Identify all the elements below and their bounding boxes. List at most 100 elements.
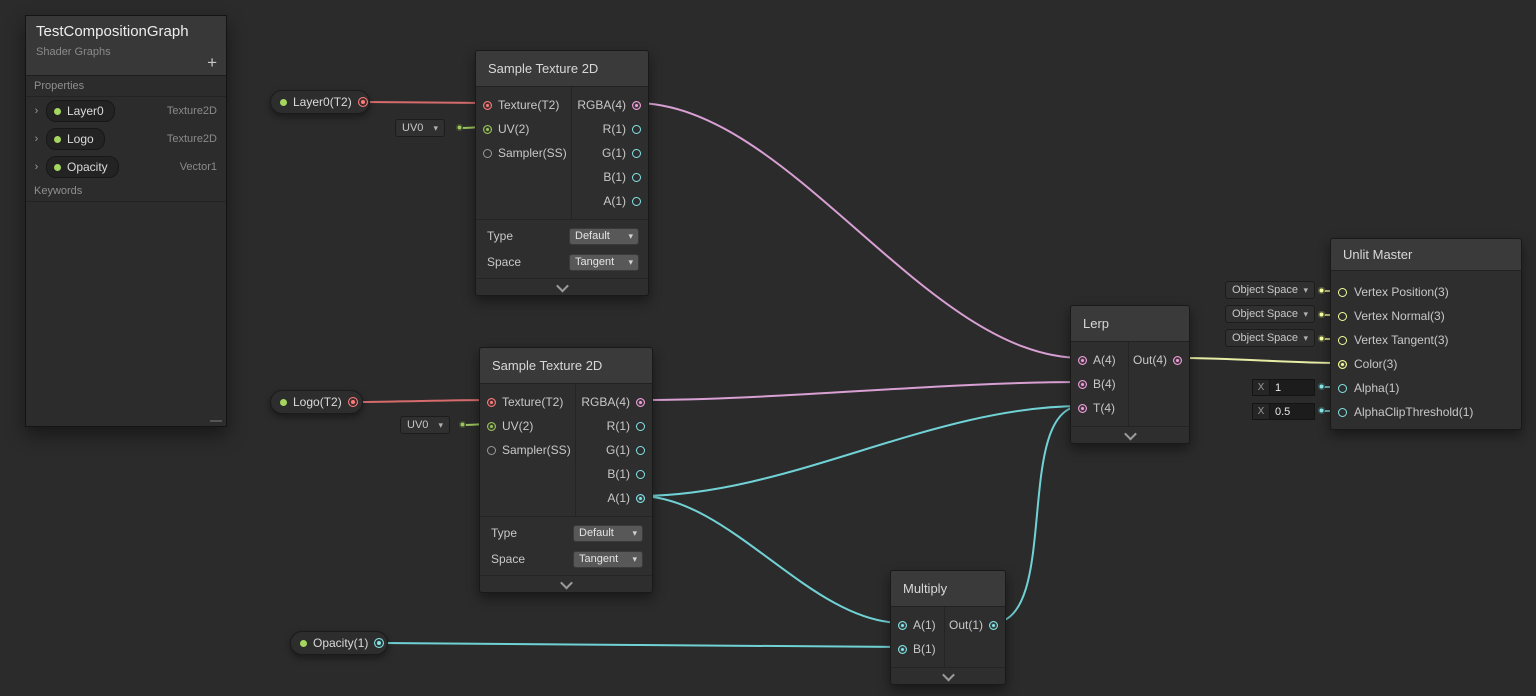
input-port-vertex-position[interactable] bbox=[1338, 287, 1347, 297]
property-pill-logo[interactable]: Logo bbox=[46, 128, 105, 150]
input-row: Texture(T2) bbox=[476, 93, 571, 117]
output-port-a[interactable] bbox=[636, 493, 645, 503]
vertex-position-space-dropdown[interactable]: Object Space ▾ bbox=[1225, 281, 1315, 299]
space-connector-dot[interactable] bbox=[1318, 311, 1325, 318]
output-port-rgba[interactable] bbox=[632, 100, 641, 110]
input-port-b[interactable] bbox=[898, 644, 907, 654]
resize-handle[interactable] bbox=[210, 420, 222, 422]
add-property-button[interactable]: + bbox=[207, 53, 217, 72]
chevron-down-icon: ▾ bbox=[628, 230, 633, 241]
graph-subtitle: Shader Graphs bbox=[36, 46, 111, 58]
output-port-r[interactable] bbox=[636, 421, 645, 431]
expander-icon[interactable]: › bbox=[34, 133, 39, 145]
input-port-vertex-tangent[interactable] bbox=[1338, 335, 1347, 345]
vertex-normal-space-dropdown[interactable]: Object Space ▾ bbox=[1225, 305, 1315, 323]
collapse-toggle[interactable] bbox=[476, 278, 648, 295]
collapse-toggle[interactable] bbox=[1071, 426, 1189, 443]
space-connector-dot[interactable] bbox=[1318, 287, 1325, 294]
output-port-texture[interactable] bbox=[347, 397, 358, 407]
graph-title: TestCompositionGraph bbox=[36, 23, 189, 40]
input-port-vertex-normal[interactable] bbox=[1338, 311, 1347, 321]
output-port-b[interactable] bbox=[636, 469, 645, 479]
edge-multiply-out-to-lerp-t[interactable] bbox=[991, 405, 1083, 624]
input-port-uv[interactable] bbox=[483, 124, 492, 134]
output-port-out[interactable] bbox=[989, 620, 998, 630]
exposed-dot-icon bbox=[280, 398, 287, 406]
port-label: Out(4) bbox=[1132, 353, 1167, 367]
property-row-opacity[interactable]: › Opacity Vector1 bbox=[26, 153, 226, 181]
output-port-vector1[interactable] bbox=[374, 638, 385, 648]
input-port-color[interactable] bbox=[1338, 359, 1347, 369]
property-pill-layer0[interactable]: Layer0 bbox=[46, 100, 115, 122]
edge-sample2-a-to-multiply-a[interactable] bbox=[638, 495, 903, 624]
output-port-a[interactable] bbox=[632, 196, 641, 206]
vertex-tangent-space-dropdown[interactable]: Object Space ▾ bbox=[1225, 329, 1315, 347]
type-value: Default bbox=[575, 230, 610, 242]
input-port-alpha[interactable] bbox=[1338, 383, 1347, 393]
input-port-a[interactable] bbox=[898, 620, 907, 630]
input-port-texture[interactable] bbox=[487, 397, 496, 407]
space-connector-dot[interactable] bbox=[1318, 335, 1325, 342]
expander-icon[interactable]: › bbox=[34, 105, 39, 117]
property-row-layer0[interactable]: › Layer0 Texture2D bbox=[26, 97, 226, 125]
input-port-a[interactable] bbox=[1078, 355, 1087, 365]
node-title[interactable]: Sample Texture 2D bbox=[480, 348, 652, 384]
input-port-sampler[interactable] bbox=[483, 148, 492, 158]
node-title[interactable]: Unlit Master bbox=[1331, 239, 1521, 271]
output-port-b[interactable] bbox=[632, 172, 641, 182]
edge-opacity-to-multiply-b[interactable] bbox=[377, 642, 903, 648]
property-row-logo[interactable]: › Logo Texture2D bbox=[26, 125, 226, 153]
uv-channel-dropdown[interactable]: UV0 ▾ bbox=[400, 416, 450, 434]
space-dropdown[interactable]: Tangent ▾ bbox=[569, 253, 639, 271]
alpha-clip-threshold-value-field[interactable]: X 0.5 bbox=[1252, 403, 1315, 420]
edge-layer0-to-sample1-texture[interactable] bbox=[360, 101, 488, 104]
node-title[interactable]: Lerp bbox=[1071, 306, 1189, 342]
node-title[interactable]: Sample Texture 2D bbox=[476, 51, 648, 87]
port-label: T(4) bbox=[1093, 401, 1115, 415]
output-port-out[interactable] bbox=[1173, 355, 1182, 365]
port-label: R(1) bbox=[606, 419, 630, 433]
output-port-texture[interactable] bbox=[357, 97, 368, 107]
clip-threshold-value[interactable]: 0.5 bbox=[1269, 403, 1315, 420]
output-port-rgba[interactable] bbox=[636, 397, 645, 407]
alpha-value-field[interactable]: X 1 bbox=[1252, 379, 1315, 396]
input-port-t[interactable] bbox=[1078, 403, 1087, 413]
x-component-label: X bbox=[1252, 403, 1269, 420]
value-connector-dot[interactable] bbox=[1318, 383, 1325, 390]
output-port-g[interactable] bbox=[632, 148, 641, 158]
property-pill-opacity[interactable]: Opacity bbox=[46, 156, 119, 178]
edge-logo-to-sample2-texture[interactable] bbox=[352, 399, 492, 403]
properties-section-label: Properties bbox=[26, 76, 226, 97]
port-label: G(1) bbox=[606, 443, 630, 457]
edge-sample2-rgba-to-lerp-b[interactable] bbox=[638, 381, 1083, 401]
collapse-toggle[interactable] bbox=[891, 667, 1005, 684]
property-node-layer0[interactable]: Layer0(T2) bbox=[270, 90, 370, 114]
input-port-sampler[interactable] bbox=[487, 445, 496, 455]
input-port-texture[interactable] bbox=[483, 100, 492, 110]
property-node-opacity[interactable]: Opacity(1) bbox=[290, 631, 388, 655]
input-port-b[interactable] bbox=[1078, 379, 1087, 389]
output-port-g[interactable] bbox=[636, 445, 645, 455]
blackboard-header[interactable]: TestCompositionGraph Shader Graphs + bbox=[26, 16, 226, 76]
expander-icon[interactable]: › bbox=[34, 161, 39, 173]
uv-connector-dot[interactable] bbox=[456, 124, 463, 131]
edge-sample1-rgba-to-lerp-a[interactable] bbox=[634, 102, 1083, 359]
property-node-logo[interactable]: Logo(T2) bbox=[270, 390, 363, 414]
chevron-down-icon: ▾ bbox=[632, 527, 637, 538]
lerp-node: Lerp A(4) B(4) T(4) Out(4) bbox=[1070, 305, 1190, 444]
type-dropdown[interactable]: Default ▾ bbox=[573, 524, 643, 542]
type-dropdown[interactable]: Default ▾ bbox=[569, 227, 639, 245]
collapse-toggle[interactable] bbox=[480, 575, 652, 592]
input-port-uv[interactable] bbox=[487, 421, 496, 431]
input-port-alpha-clip-threshold[interactable] bbox=[1338, 407, 1347, 417]
alpha-value[interactable]: 1 bbox=[1269, 379, 1315, 396]
sample-texture-2d-node-1: Sample Texture 2D Texture(T2) UV(2) Samp… bbox=[475, 50, 649, 296]
edge-sample2-a-to-lerp-t[interactable] bbox=[638, 405, 1083, 497]
value-connector-dot[interactable] bbox=[1318, 407, 1325, 414]
node-title[interactable]: Multiply bbox=[891, 571, 1005, 607]
uv-connector-dot[interactable] bbox=[459, 421, 466, 428]
space-dropdown[interactable]: Tangent ▾ bbox=[573, 550, 643, 568]
edge-lerp-out-to-master-color[interactable] bbox=[1175, 357, 1343, 364]
output-port-r[interactable] bbox=[632, 124, 641, 134]
uv-channel-dropdown[interactable]: UV0 ▾ bbox=[395, 119, 445, 137]
